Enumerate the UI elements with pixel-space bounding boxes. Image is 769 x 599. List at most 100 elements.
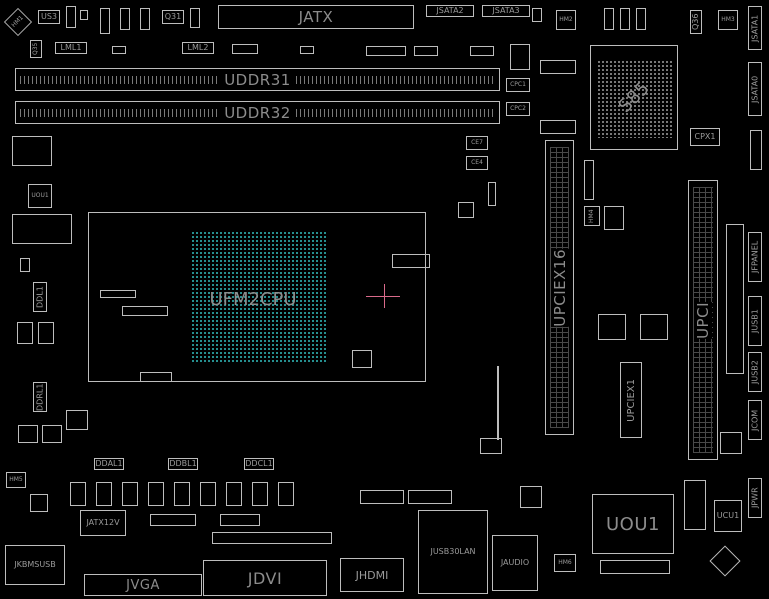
pad-group: [726, 224, 744, 374]
label-jfpanel: JFPANEL: [750, 240, 760, 274]
pad-group: [100, 8, 110, 34]
label-jcom: JCOM: [750, 409, 760, 431]
label-ufm2cpu: UFM2CPU: [209, 288, 297, 310]
pad-group: [360, 490, 404, 504]
connector-jsata1: JSATA1: [748, 6, 762, 50]
pad-group: [150, 514, 196, 526]
pad-group: [122, 306, 168, 316]
connector-jvga: JVGA: [84, 574, 202, 596]
pad-group: [540, 120, 576, 134]
pad-group: [232, 44, 258, 54]
bga-array: [597, 60, 673, 138]
chip-cap: [66, 410, 88, 430]
mosfet: [226, 482, 242, 506]
pad-group: [414, 46, 438, 56]
label-cpc2: CPC2: [510, 105, 526, 112]
inductor-ddcl1: DDCL1: [244, 458, 274, 470]
label-jatx12v: JATX12V: [86, 518, 120, 527]
connector-jaudio: JAUDIO: [492, 535, 538, 591]
inductor-ddrl1: DDRL1: [33, 382, 47, 412]
dimm-slot-uddr32: UDDR32: [15, 101, 500, 124]
battery-holder: [709, 545, 741, 577]
inductor-ddal1: DDAL1: [94, 458, 124, 470]
label-q35: Q35: [32, 42, 39, 56]
pad-group: [636, 8, 646, 30]
label-uddr31: UDDR31: [220, 70, 295, 89]
pad-group: [140, 8, 150, 30]
pad-group: [510, 44, 530, 70]
label-upciex16: UPCIEX16: [550, 248, 569, 327]
pad-group: [66, 6, 76, 28]
label-hm5: HM5: [9, 476, 23, 483]
mount-hole-hm1: HM1: [3, 7, 33, 37]
label-ddrl1: DDRL1: [35, 383, 45, 411]
pad-group: [366, 46, 406, 56]
pad-group: [12, 214, 72, 244]
dimm-slot-uddr31: UDDR31: [15, 68, 500, 91]
connector-jsata2: JSATA2: [426, 5, 474, 17]
label-jusb30lan: JUSB30LAN: [430, 547, 476, 556]
label-upci: UPCI: [694, 301, 712, 339]
pad-group: [620, 8, 630, 30]
label-uddr32: UDDR32: [220, 103, 295, 122]
label-ce4: CE4: [471, 159, 483, 166]
mosfet: [96, 482, 112, 506]
inductor-ddl1: DDL1: [33, 282, 47, 312]
label-jsata0: JSATA0: [750, 75, 760, 103]
chip-ce7: CE7: [466, 136, 488, 150]
connector-jcom: JCOM: [748, 400, 762, 440]
label-uou1: UOU1: [606, 513, 660, 535]
pad-group: [604, 206, 624, 230]
mount-hole-hm2: HM2: [556, 10, 576, 30]
chip-cap: [38, 322, 54, 344]
pad-group: [604, 8, 614, 30]
connector-jsata0: JSATA0: [748, 62, 762, 116]
pad-group: [140, 372, 172, 382]
label-jvga: JVGA: [126, 577, 160, 593]
label-jusb2: JUSB2: [750, 360, 760, 384]
inductor-ddbl1: DDBL1: [168, 458, 198, 470]
label-hm4: HM4: [588, 209, 595, 223]
label-ucu1: UCU1: [716, 511, 740, 520]
label-cpc1: CPC1: [510, 81, 526, 88]
pad-group: [120, 8, 130, 30]
label-jkbmsusb: JKBMSUSB: [14, 560, 56, 569]
chip-ce4: CE4: [466, 156, 488, 170]
chip-cap: [598, 314, 626, 340]
pci-slot-upci: UPCI: [688, 180, 718, 460]
connector-jatx12v: JATX12V: [80, 510, 126, 536]
label-upciex1: UPCIEX1: [625, 378, 637, 422]
chip-cap: [520, 486, 542, 508]
label-hm2: HM2: [559, 16, 573, 23]
label-hm6: HM6: [558, 559, 572, 566]
pad-group: [458, 202, 474, 218]
mount-hole-hm5: HM5: [6, 472, 26, 488]
mount-hole-hm3: HM3: [718, 10, 738, 30]
mount-hole-hm6: HM6: [554, 554, 576, 572]
pcie-slot-upciex1: UPCIEX1: [620, 362, 642, 438]
connector-jhdmi: JHDMI: [340, 558, 404, 592]
pad-group: [220, 514, 260, 526]
mosfet: [148, 482, 164, 506]
connector-jdvi: JDVI: [203, 560, 327, 596]
cpu-pin-array: [191, 231, 327, 363]
pad-group: [532, 8, 542, 22]
connector-jpwr: JPWR: [748, 478, 762, 518]
chip-q36: Q36: [690, 10, 702, 34]
chip-cpc2: CPC2: [506, 102, 530, 116]
mosfet: [200, 482, 216, 506]
label-uou1-small: UOU1: [31, 192, 49, 199]
pcie-slot-upciex16: UPCIEX16: [545, 140, 574, 435]
label-lml1: LML1: [60, 43, 82, 52]
pad-group: [488, 182, 496, 206]
label-hm1: HM1: [10, 14, 25, 29]
chip-us3: US3: [38, 10, 60, 24]
chip-pch: S85: [590, 45, 678, 150]
label-q36: Q36: [691, 13, 700, 31]
chip-q31: Q31: [162, 10, 184, 24]
pad-group: [100, 290, 136, 298]
chip-cap: [30, 494, 48, 512]
pad-group: [480, 438, 502, 454]
pad-group: [212, 532, 332, 544]
